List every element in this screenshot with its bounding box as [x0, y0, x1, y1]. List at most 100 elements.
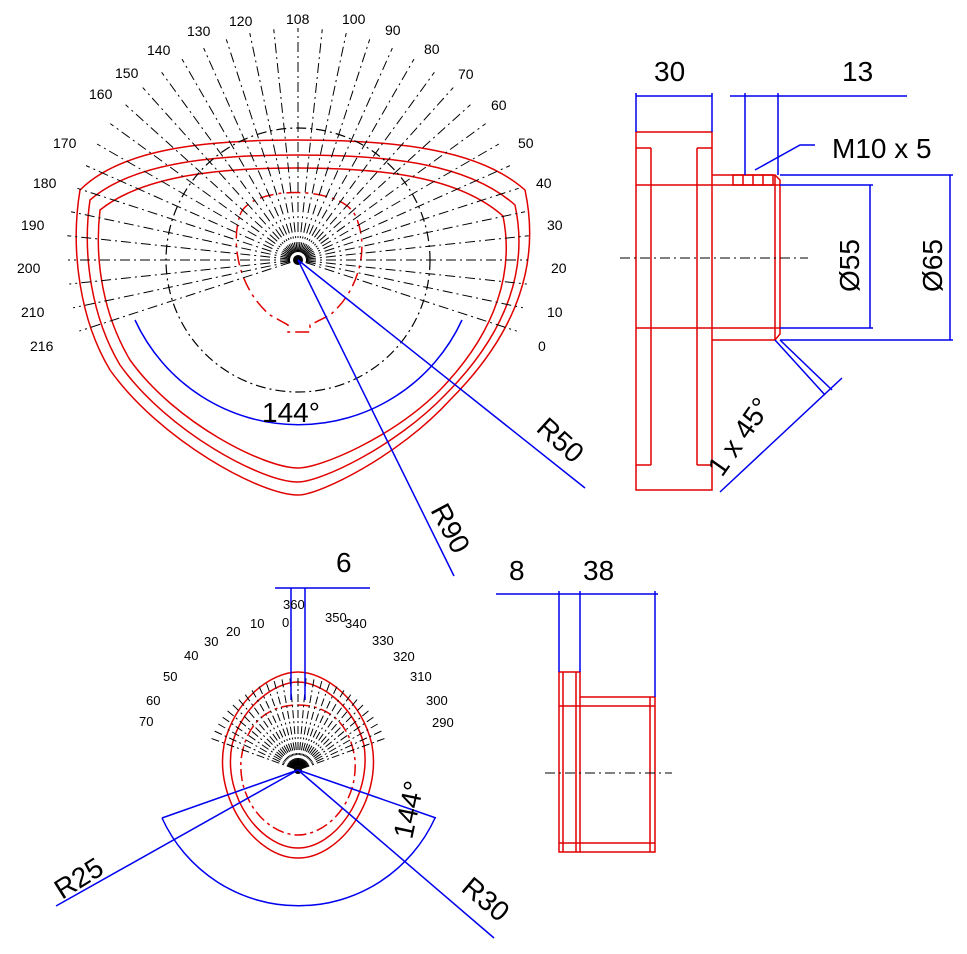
large-ray-26 [125, 104, 293, 256]
large-degree-190: 190 [21, 217, 45, 233]
small-ray-2 [301, 722, 381, 769]
large-ray-4 [305, 235, 529, 260]
large-ray-24 [161, 72, 294, 254]
top-thread-label: M10 x 5 [832, 133, 932, 164]
large-degree-216: 216 [30, 338, 54, 354]
small-ray-10 [298, 680, 331, 767]
large-degree-100: 100 [342, 11, 366, 27]
small-ray-22 [236, 696, 296, 768]
top-dia-65: Ø65 [917, 239, 948, 292]
large-ray-13 [301, 58, 415, 254]
small-degree-30: 30 [204, 634, 218, 649]
large-ray-0 [305, 261, 517, 332]
small-cam-outline [221, 671, 375, 859]
large-ray-5 [305, 211, 526, 259]
small-ray-4 [300, 708, 372, 768]
large-ray-25 [142, 87, 294, 255]
small-degree-60: 60 [146, 693, 160, 708]
large-ray-27 [110, 123, 292, 256]
small-ray-18 [265, 680, 298, 767]
large-angle-label: 144° [262, 397, 320, 428]
small-degree-300: 300 [426, 693, 448, 708]
large-ray-12 [302, 72, 435, 254]
small-ray-19 [257, 683, 297, 767]
large-degree-90: 90 [385, 22, 401, 38]
small-degree-330: 330 [372, 633, 394, 648]
large-ray-28 [96, 143, 292, 257]
small-degree-20: 20 [226, 624, 240, 639]
large-degree-140: 140 [147, 42, 171, 58]
large-degree-120: 120 [229, 13, 253, 29]
small-degree-350: 350 [325, 610, 347, 625]
large-ray-6 [305, 187, 519, 259]
small-ray-9 [299, 683, 339, 767]
small-ray-25 [219, 715, 296, 769]
small-degree-290: 290 [432, 715, 454, 730]
large-ray-11 [302, 87, 454, 255]
small-cam-division-rays [208, 675, 388, 770]
large-cam-division-rays [67, 28, 529, 332]
large-radius-r90: R90 [425, 498, 476, 558]
large-ray-8 [304, 143, 500, 257]
small-degree-310: 310 [410, 669, 432, 684]
large-ray-35 [72, 261, 291, 309]
large-ray-30 [77, 187, 291, 259]
top-dia-55: Ø55 [834, 239, 865, 292]
small-radius-r30: R30 [456, 871, 515, 928]
large-ray-9 [304, 123, 486, 256]
large-degree-130: 130 [187, 23, 211, 39]
large-radius-r50: R50 [531, 411, 590, 468]
large-degree-210: 210 [21, 304, 45, 320]
small-ray-12 [298, 676, 315, 767]
large-ray-2 [305, 260, 527, 285]
small-degree-70: 70 [139, 714, 153, 729]
small-ray-1 [301, 729, 385, 769]
large-ray-1 [305, 261, 524, 309]
small-angle-label: 144° [388, 778, 430, 841]
small-degree-320: 320 [393, 649, 415, 664]
large-ray-20 [249, 32, 297, 253]
large-degree-50: 50 [518, 135, 534, 151]
top-side-outline [635, 131, 781, 491]
small-ray-5 [300, 702, 366, 768]
small-ray-17 [272, 678, 298, 767]
small-degree-10: 10 [250, 616, 264, 631]
small-gap-6: 6 [336, 547, 352, 578]
large-ray-17 [298, 29, 323, 253]
large-ray-19 [273, 29, 298, 253]
bottom-dim-38: 38 [583, 555, 614, 586]
small-degree-360: 360 [283, 597, 305, 612]
bottom-side-view: 8 38 [496, 555, 672, 853]
top-side-view: 30 13 M10 x 5 Ø55 Ø65 1 x 45° [620, 56, 953, 493]
small-ray-11 [298, 678, 324, 767]
small-ray-20 [250, 687, 297, 767]
large-degree-20: 20 [551, 260, 567, 276]
large-ray-10 [303, 104, 471, 256]
top-width-30: 30 [654, 56, 685, 87]
large-degree-170: 170 [53, 135, 77, 151]
large-ray-22 [203, 47, 296, 253]
small-ray-24 [224, 708, 296, 768]
small-ray-26 [215, 722, 295, 769]
large-cam-view: 108 100 90 80 70 60 50 40 30 20 10 0 120… [17, 11, 590, 577]
large-ray-31 [70, 211, 291, 259]
small-ray-6 [300, 696, 360, 768]
large-degree-30: 30 [547, 217, 563, 233]
large-cam-dimensions [134, 259, 586, 577]
large-ray-29 [85, 165, 291, 258]
top-offset-13: 13 [842, 56, 873, 87]
bottom-side-outline [558, 671, 656, 853]
large-degree-10: 10 [547, 304, 563, 320]
small-ray-16 [281, 676, 298, 767]
large-degree-108: 108 [286, 11, 310, 27]
small-cam-view: 6 360 0 10 20 30 40 50 60 70 350 340 330… [49, 547, 515, 939]
small-ray-28 [208, 737, 295, 770]
small-ray-0 [301, 737, 388, 770]
large-ray-16 [299, 32, 347, 253]
small-ray-27 [211, 729, 295, 769]
bottom-dim-8: 8 [509, 555, 525, 586]
large-cam-outline [75, 139, 531, 496]
small-ray-23 [230, 702, 296, 768]
large-degree-60: 60 [491, 97, 507, 113]
large-ray-14 [300, 47, 393, 253]
